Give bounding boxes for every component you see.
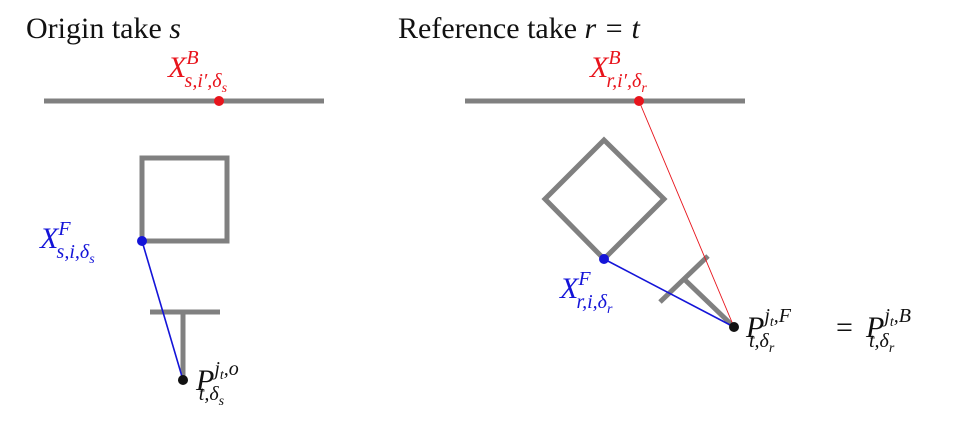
panel-title-reference: Reference take r = t bbox=[398, 12, 640, 45]
camera-point bbox=[178, 375, 188, 385]
foreground-point bbox=[599, 254, 609, 264]
title-text: Origin take bbox=[26, 12, 169, 45]
title-variable: s bbox=[169, 12, 181, 45]
panel-title-origin: Origin take s bbox=[26, 12, 181, 45]
title-variable: r = t bbox=[585, 12, 641, 45]
foreground-point bbox=[137, 236, 147, 246]
equals-sign: = bbox=[836, 311, 853, 344]
camera-axis bbox=[682, 277, 736, 329]
background-point bbox=[214, 96, 224, 106]
foreground-ray bbox=[603, 258, 735, 328]
background-point bbox=[634, 96, 644, 106]
title-text: Reference take bbox=[398, 12, 585, 45]
camera-point bbox=[729, 322, 739, 332]
foreground-square-rotated bbox=[541, 136, 668, 263]
background-ray bbox=[638, 100, 735, 328]
foreground-ray bbox=[141, 240, 184, 381]
foreground-square bbox=[139, 155, 230, 244]
